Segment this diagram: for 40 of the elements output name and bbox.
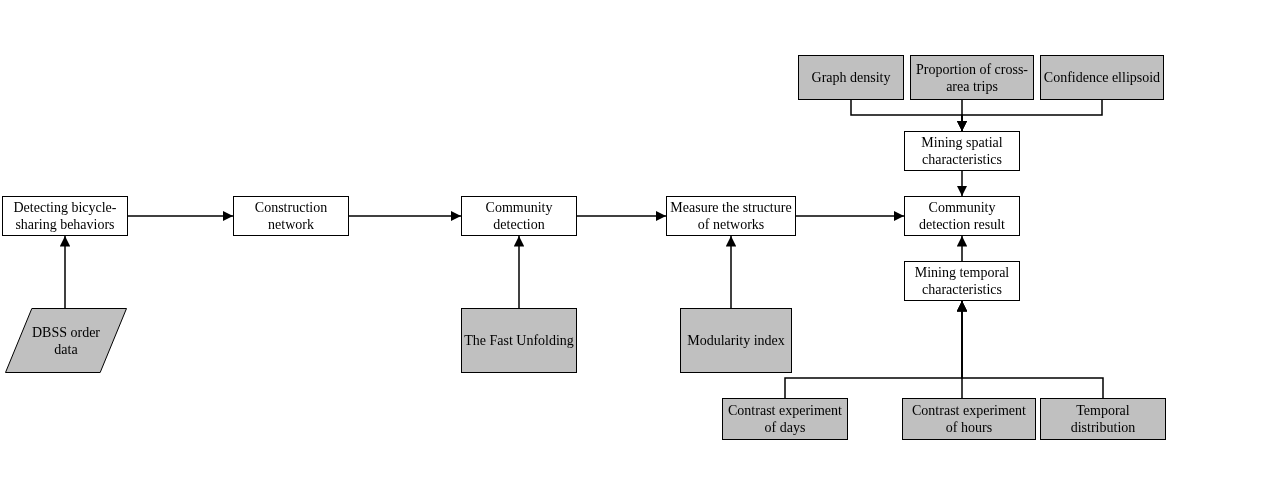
arrow <box>956 99 1103 132</box>
method-box <box>798 55 904 100</box>
process-box <box>904 196 1020 236</box>
node-label: Community detection <box>484 199 554 233</box>
process-box <box>233 196 349 236</box>
arrow <box>956 300 1104 399</box>
arrow <box>127 210 234 222</box>
arrow <box>348 210 462 222</box>
node-label: Confidence ellipsoid <box>1042 69 1162 86</box>
process-box <box>2 196 128 236</box>
node-label: Temporal distribution <box>1069 402 1137 436</box>
arrow <box>956 170 968 197</box>
node-label: Contrast experiment of hours <box>911 402 1027 436</box>
method-box <box>680 308 792 373</box>
method-box <box>1040 398 1166 440</box>
arrow <box>725 235 737 309</box>
node-label: Measure the structure of networks <box>669 199 793 233</box>
node-label: The Fast Unfolding <box>463 332 575 349</box>
process-box <box>904 131 1020 171</box>
data-parallelogram <box>5 308 127 373</box>
arrow <box>513 235 525 309</box>
node-label: Proportion of cross-area trips <box>915 60 1029 95</box>
node-label: Mining spatial characteristics <box>920 134 1004 168</box>
method-box <box>461 308 577 373</box>
node-label: Mining temporal characteristics <box>913 264 1011 298</box>
process-box <box>461 196 577 236</box>
arrow <box>576 210 667 222</box>
arrow <box>956 235 968 262</box>
process-box <box>904 261 1020 301</box>
node-label: Graph density <box>810 69 892 86</box>
arrow <box>59 235 71 309</box>
node-label: Construction network <box>253 199 329 233</box>
method-box <box>1040 55 1164 100</box>
node-label: Detecting bicycle-sharing behaviors <box>12 199 118 233</box>
node-label: Contrast experiment of days <box>727 402 843 436</box>
node-label: Community detection result <box>918 199 1006 233</box>
arrow <box>795 210 905 222</box>
node-label: Modularity index <box>686 332 786 349</box>
method-box <box>902 398 1036 440</box>
node-label: DBSS order data <box>30 323 102 358</box>
